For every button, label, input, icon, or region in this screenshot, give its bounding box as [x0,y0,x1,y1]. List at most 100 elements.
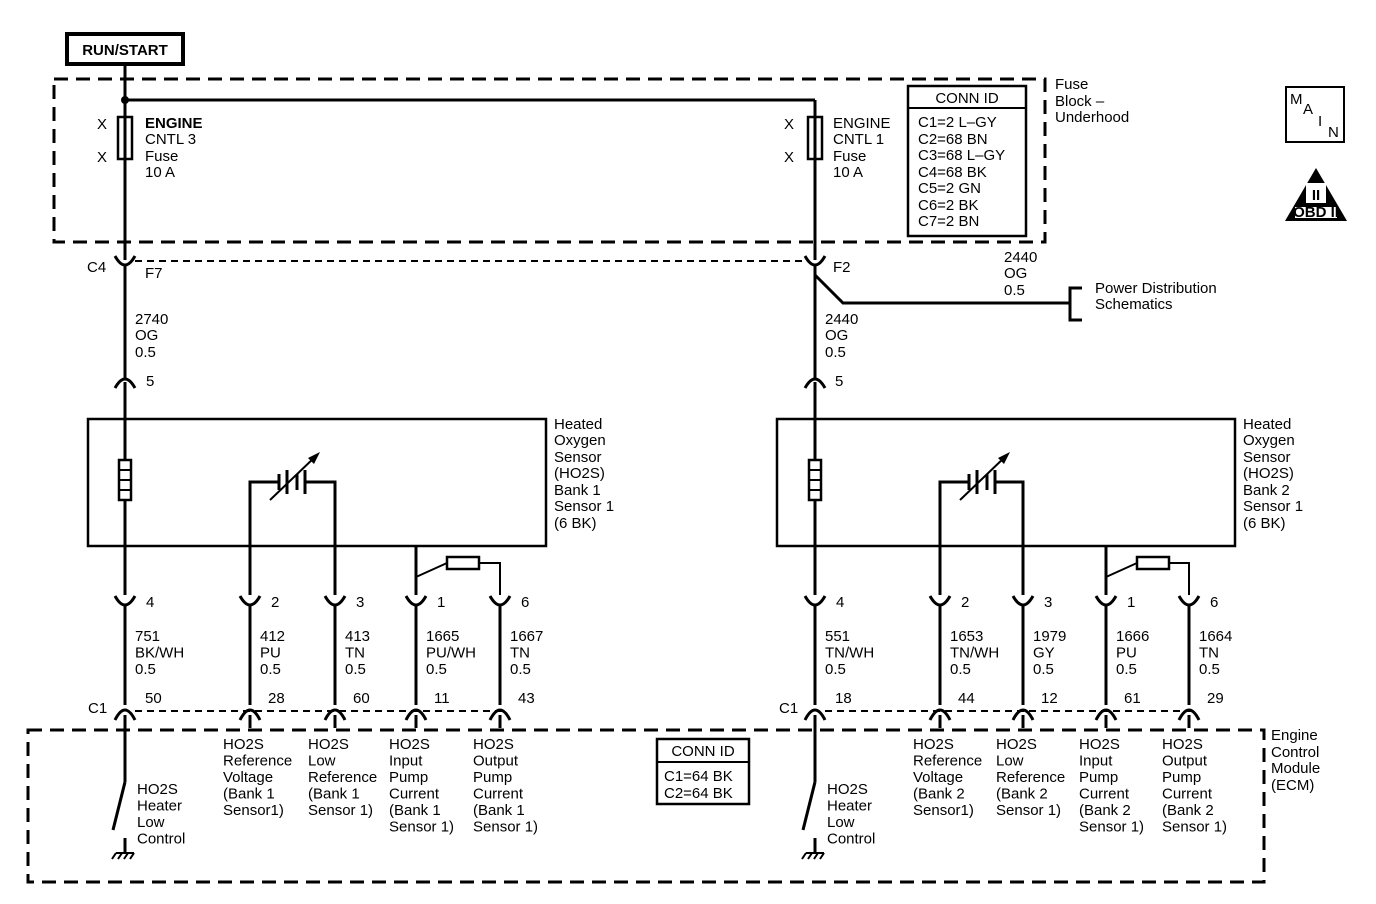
svg-text:C5=2 GN: C5=2 GN [918,180,981,197]
svg-text:N: N [1328,124,1339,141]
svg-text:C3=68 L–GY: C3=68 L–GY [918,147,1005,164]
ecm-circuit-line: (Bank 2 [1162,802,1214,819]
wire-label: 0.5 [260,661,281,678]
ecm-circuit-line: Current [389,786,440,803]
sensor-pin-connector [1094,595,1118,607]
ecm-circuit-line: (Bank 1 [389,802,441,819]
svg-text:CONN ID: CONN ID [935,90,999,107]
sensor-pin-label: 3 [1044,594,1052,611]
sensor-pin-connector [404,595,428,607]
ecm-circuit-line: (Bank 1 [308,786,360,803]
ho2s-bank1-label: Heated Oxygen Sensor (HO2S) Bank 1 Senso… [554,416,614,532]
wire-label: 0.5 [1116,661,1137,678]
svg-text:C2=68 BN: C2=68 BN [918,131,988,148]
wire-label: TN [510,645,530,662]
svg-text:Oxygen: Oxygen [1243,432,1295,449]
svg-text:Power Distribution: Power Distribution [1095,280,1217,297]
svg-text:Fuse: Fuse [1055,76,1088,93]
svg-text:C1=64 BK: C1=64 BK [664,768,733,785]
ecm-circuit-line: Pump [1079,769,1118,786]
ecm-pin-label: 60 [353,690,370,707]
wire-label: BK/WH [135,645,184,662]
svg-text:10 A: 10 A [145,164,175,181]
sensor-pin-connector [1177,595,1201,607]
ecm-circuit-line: (Bank 2 [996,786,1048,803]
svg-text:C6=2 BK: C6=2 BK [918,197,978,214]
ecm-circuit-line: (Bank 1 [223,786,275,803]
sensor-pin-label: 2 [271,594,279,611]
bank1-pin-group: 4751BK/WH0.5502412PU0.5283413TN0.5601166… [113,594,543,728]
sensor-pin-label: 1 [437,594,445,611]
svg-text:2440: 2440 [825,311,858,328]
ecm-circuit-line: Low [996,753,1024,770]
svg-text:Sensor: Sensor [554,449,602,466]
svg-text:C2=64 BK: C2=64 BK [664,785,733,802]
ecm-circuit-line: Output [1162,753,1208,770]
ho2s-bank1-sensor1-box [86,417,548,548]
ecm-pin-label: 29 [1207,690,1224,707]
fuse-block-label: Fuse Block – Underhood [1055,76,1129,126]
svg-text:Sensor: Sensor [1243,449,1291,466]
power-distribution-link[interactable]: Power Distribution Schematics [1095,280,1217,313]
svg-text:2740: 2740 [135,311,168,328]
ecm-circuit-line: HO2S [1079,736,1120,753]
wire-label: PU [1116,645,1137,662]
sensor-pin-label: 4 [146,594,154,611]
sensor-pin-connector [488,595,512,607]
ecm-circuit-line: Heater [137,798,182,815]
connector-f2-label: F2 [833,259,851,276]
ecm-pin-label: 12 [1041,690,1058,707]
ecm-circuit-line: Voltage [913,769,963,786]
main-badge[interactable]: M A I N [1285,86,1345,143]
fuse-x-mark: X [784,149,794,166]
sensor-pin-connector [928,595,952,607]
ecm-circuit-line: HO2S [1162,736,1203,753]
svg-text:M: M [1290,91,1303,108]
sensor-pin-label: 6 [1210,594,1218,611]
ecm-circuit-line: Low [137,814,165,831]
fuse-x-mark: X [97,116,107,133]
ecm-circuit-line: HO2S [827,781,868,798]
ecm-circuit-line: Reference [996,769,1065,786]
ecm-circuit-line: (Bank 2 [1079,802,1131,819]
sensor-pin-label: 1 [1127,594,1135,611]
wire-label: 0.5 [1033,661,1054,678]
wire-label: TN [345,645,365,662]
wire-label: 1979 [1033,628,1066,645]
svg-text:Heated: Heated [1243,416,1291,433]
pin-5-label: 5 [835,373,843,390]
ecm-circuit-line: Current [1162,786,1213,803]
sensor-pin-label: 4 [836,594,844,611]
ecm-circuit-line: Reference [913,753,982,770]
ecm-pin-connector [113,708,137,721]
conn-id-table-ecm: CONN ID C1=64 BK C2=64 BK [655,737,751,806]
sensor-pin-connector [803,595,827,607]
svg-text:Schematics: Schematics [1095,296,1173,313]
ecm-circuit-line: Low [308,753,336,770]
svg-text:OG: OG [135,327,158,344]
wire-label: 0.5 [345,661,366,678]
ho2s-bank1-internal-circuit [117,419,501,595]
svg-text:(HO2S): (HO2S) [1243,465,1294,482]
wire-label: 413 [345,628,370,645]
fuse-block-outline [52,77,1047,244]
svg-text:0.5: 0.5 [825,344,846,361]
ecm-pin-label: 18 [835,690,852,707]
connector-pin-5-right [803,377,827,389]
svg-text:ENGINE: ENGINE [833,115,891,132]
ecm-circuit-line: Sensor1) [913,802,974,819]
svg-text:(6 BK): (6 BK) [1243,515,1286,532]
fuse-engine-cntl-1-label: ENGINE CNTL 1 Fuse 10 A [833,115,891,181]
svg-text:Sensor 1: Sensor 1 [1243,498,1303,515]
ecm-circuit-line: Current [1079,786,1130,803]
ecm-circuit-line: (Bank 1 [473,802,525,819]
ecm-circuit-line: Sensor 1) [308,802,373,819]
svg-text:Heated: Heated [554,416,602,433]
heater-low-control-switch-bank1 [111,715,135,860]
run-start-label: RUN/START [82,42,168,59]
